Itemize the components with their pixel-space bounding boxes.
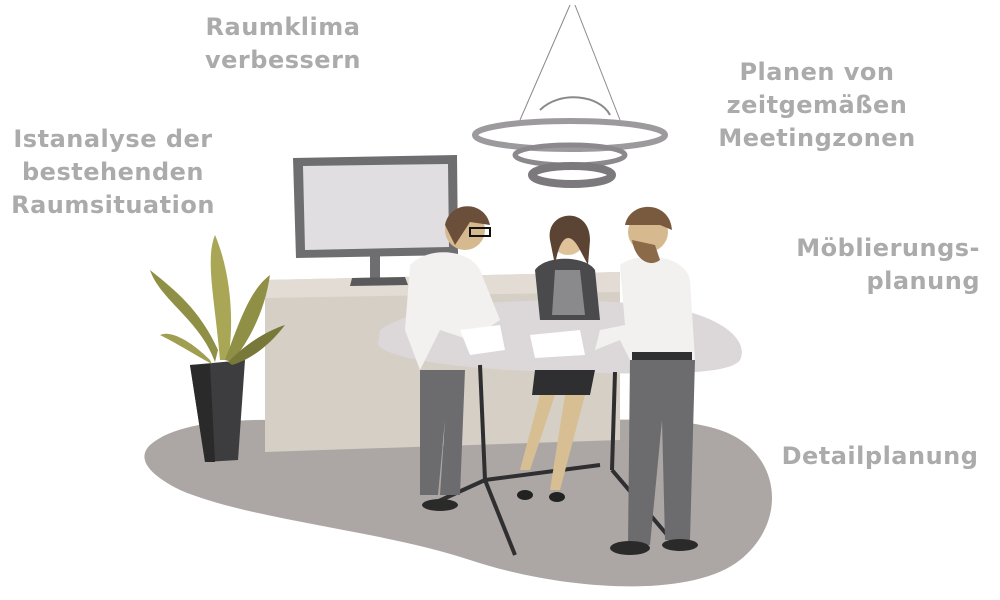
label-line: zeitgemäßen — [726, 91, 908, 119]
pendant-lamp-icon — [472, 4, 668, 188]
label-line: Planen von — [739, 58, 895, 86]
monitor-icon — [293, 155, 458, 286]
plant-icon — [150, 235, 285, 462]
label-line: Meetingzonen — [718, 124, 916, 152]
paper — [460, 325, 505, 355]
person-left — [405, 206, 500, 511]
label-line: Detailplanung — [781, 442, 979, 470]
label-line: bestehenden — [22, 158, 204, 186]
label-istanalyse: Istanalyse der bestehenden Raumsituation — [0, 123, 226, 222]
paper — [530, 330, 585, 358]
label-line: Möblierungs- — [796, 234, 980, 262]
label-moeblierung: Möblierungs- planung — [770, 232, 980, 298]
label-detailplanung: Detailplanung — [770, 440, 990, 473]
person-middle — [517, 215, 600, 502]
label-raumklima: Raumklima verbessern — [183, 11, 383, 77]
label-meetingzonen: Planen von zeitgemäßen Meetingzonen — [700, 56, 934, 155]
label-line: Raumklima — [205, 13, 361, 41]
label-line: Raumsituation — [11, 191, 215, 219]
label-line: planung — [866, 267, 980, 295]
label-line: Istanalyse der — [13, 125, 213, 153]
label-line: verbessern — [205, 46, 361, 74]
person-right — [595, 206, 698, 555]
